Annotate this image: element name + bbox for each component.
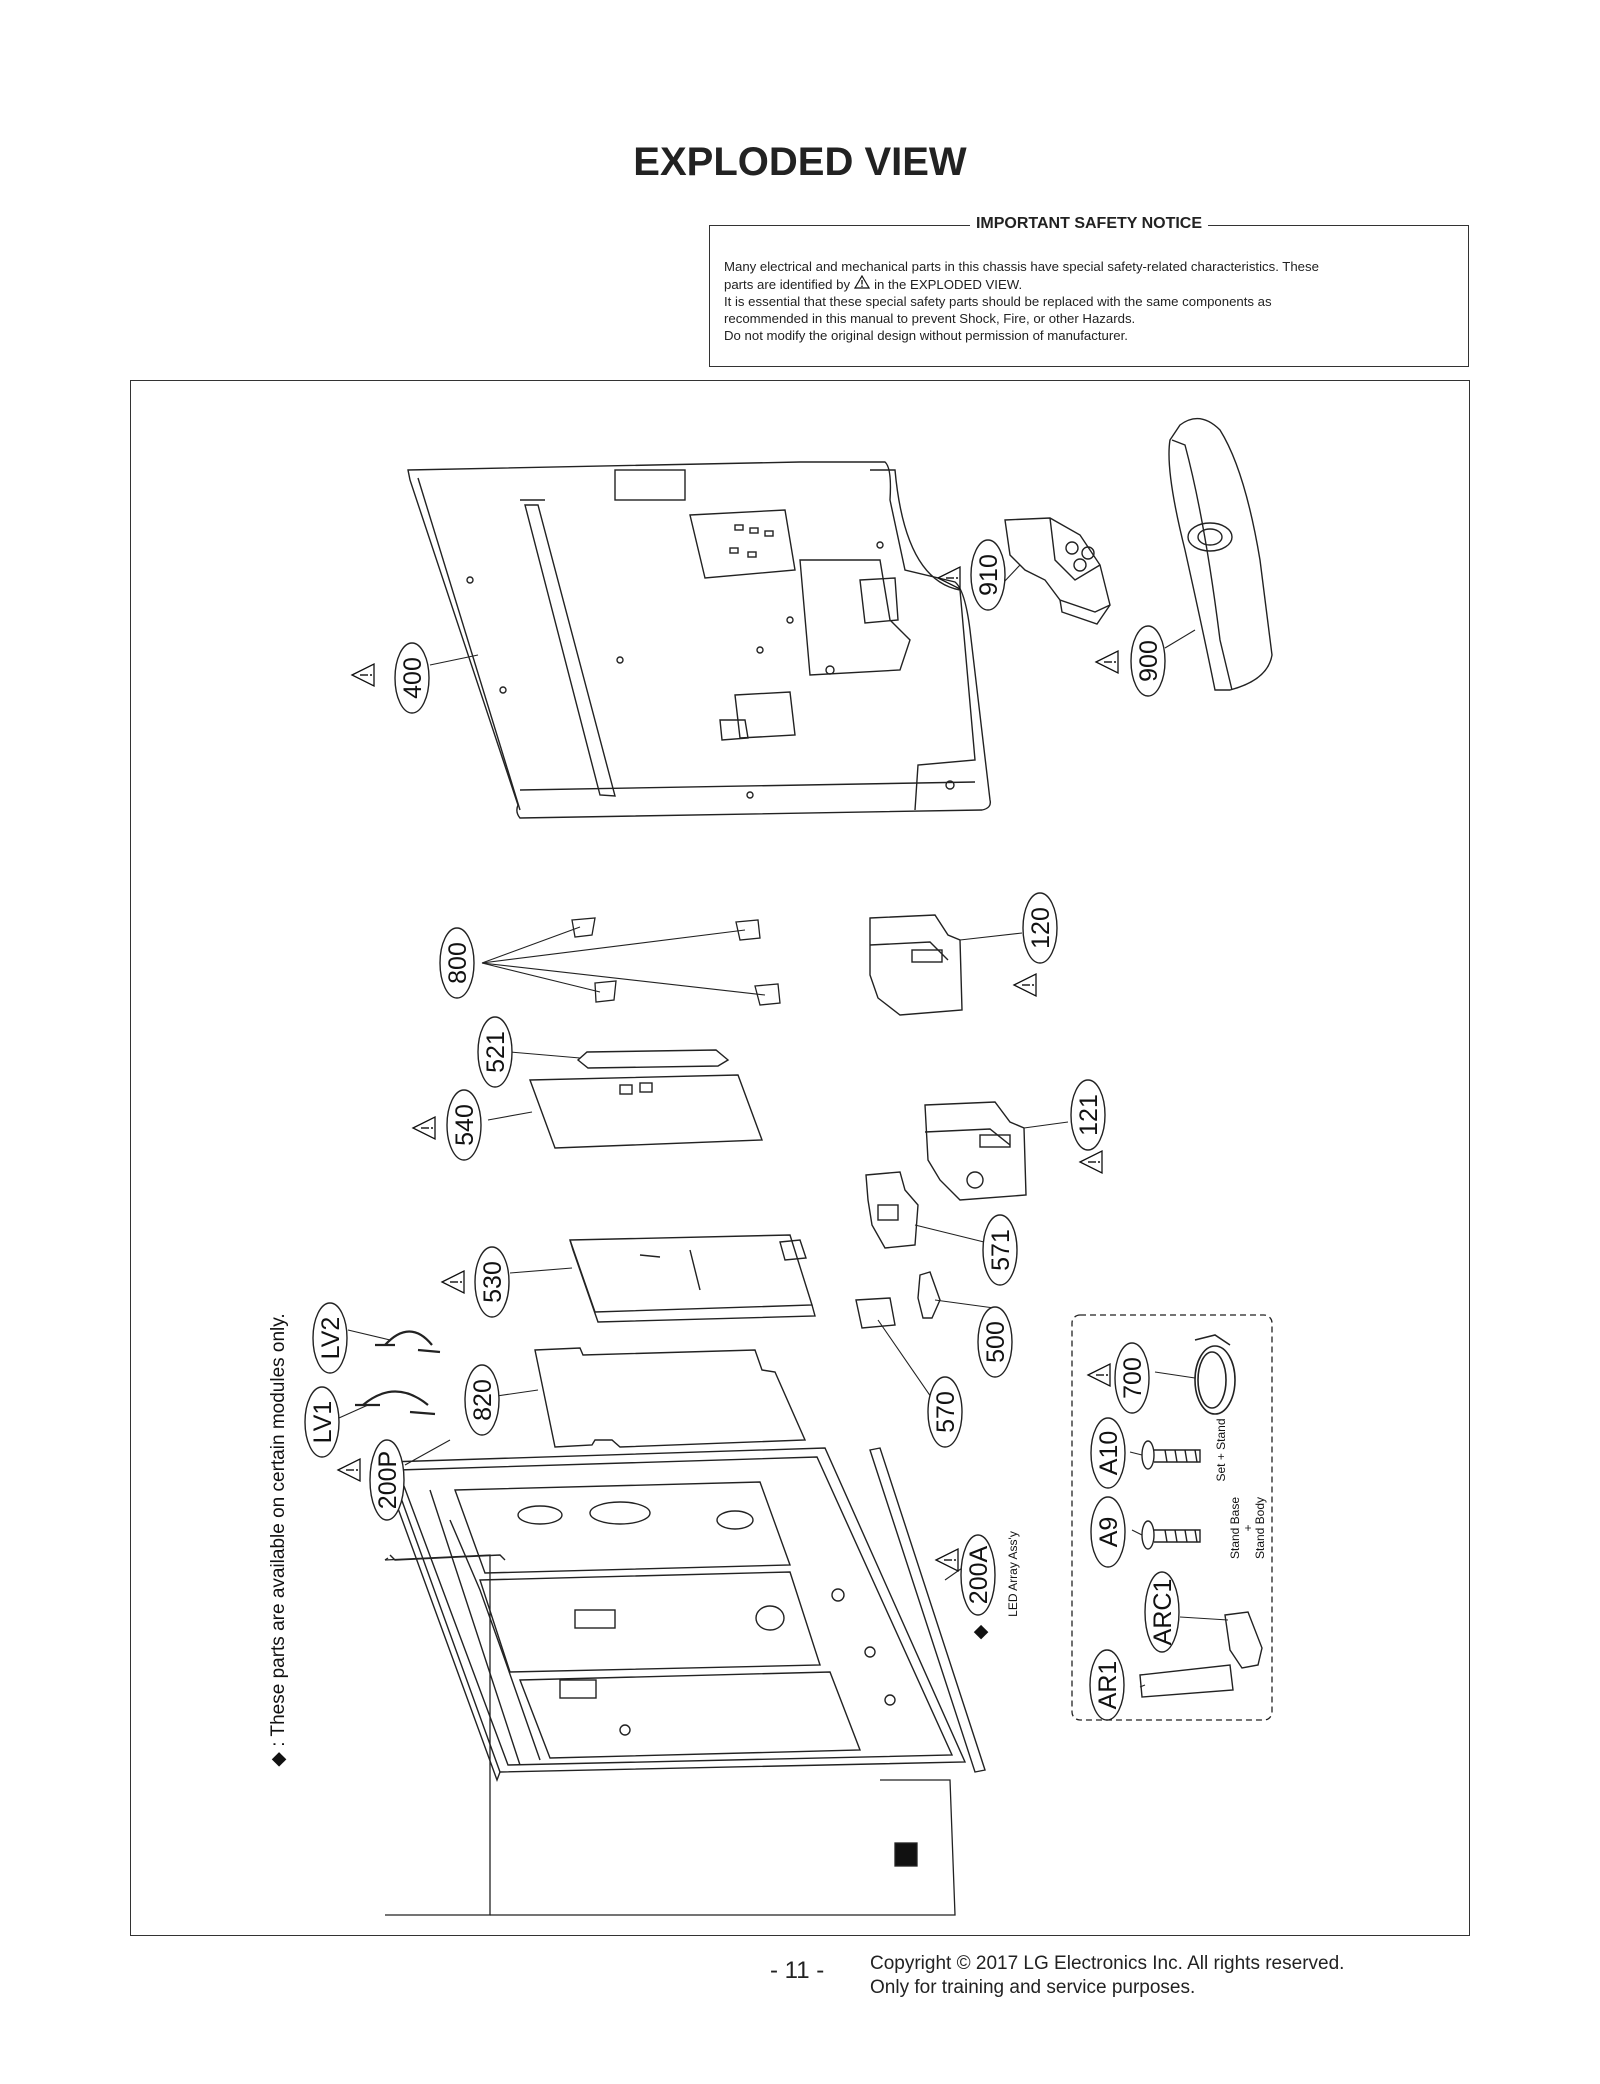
callout-500: 500 xyxy=(977,1306,1013,1378)
callout-120-label: 120 xyxy=(1027,907,1055,949)
sheet-820-part xyxy=(534,1347,807,1448)
callout-521-label: 521 xyxy=(482,1031,510,1073)
remote-ar1-part xyxy=(1139,1664,1234,1698)
callout-571: 571 xyxy=(982,1214,1018,1286)
callout-a9-label: A9 xyxy=(1095,1517,1123,1548)
ir-board-570-part xyxy=(855,1297,896,1329)
diagram-frame xyxy=(130,380,1470,1936)
safety-notice-heading: IMPORTANT SAFETY NOTICE xyxy=(969,215,1209,232)
callout-lv2-label: LV2 xyxy=(317,1317,345,1360)
notice-line-2-before: parts are identified by xyxy=(724,277,851,292)
display-module-200p-part xyxy=(383,1447,967,1783)
bracket-571-part xyxy=(865,1171,919,1249)
page-number: - 11 - xyxy=(770,1957,825,1984)
callout-121-label: 121 xyxy=(1075,1094,1103,1136)
cover-plate-521-part xyxy=(576,1049,730,1069)
sensor-500-part xyxy=(917,1271,941,1319)
callout-530-label: 530 xyxy=(479,1261,507,1303)
warning-triangle-icon xyxy=(854,274,871,293)
callout-200p: 200P xyxy=(337,1439,405,1521)
set-stand-label: Set + Stand xyxy=(1214,1418,1228,1481)
led-diamond-icon: ◆ xyxy=(970,1624,991,1639)
stand-base-part xyxy=(1168,417,1273,691)
notice-line-4: recommended in this manual to prevent Sh… xyxy=(724,311,1136,326)
callout-lv1: LV1 xyxy=(304,1386,340,1458)
screw-a9-part xyxy=(1141,1520,1201,1550)
footer-copyright: Copyright © 2017 LG Electronics Inc. All… xyxy=(870,1952,1344,2000)
copyright-line: Copyright © 2017 LG Electronics Inc. All… xyxy=(870,1953,1345,1974)
notice-line-1: Many electrical and mechanical parts in … xyxy=(724,259,1319,274)
remote-arc1-part xyxy=(1224,1611,1263,1669)
callout-700: 700 xyxy=(1087,1342,1150,1414)
plus-label: + xyxy=(1241,1524,1255,1531)
notice-line-3: It is essential that these special safet… xyxy=(724,294,1272,309)
main-board-530-part xyxy=(569,1234,816,1323)
callout-900-label: 900 xyxy=(1135,640,1163,682)
page-title: EXPLODED VIEW xyxy=(633,140,967,184)
callout-540-label: 540 xyxy=(451,1104,479,1146)
callout-lv1-label: LV1 xyxy=(309,1401,337,1444)
callout-200p-label: 200P xyxy=(374,1451,402,1509)
led-array-200a-part xyxy=(869,1447,986,1773)
cable-lv1-part xyxy=(355,1390,436,1416)
speaker-121-part xyxy=(924,1101,1027,1201)
callout-400-label: 400 xyxy=(399,657,427,699)
callout-a9: A9 xyxy=(1090,1496,1126,1568)
callout-570: 570 xyxy=(927,1376,963,1448)
usage-line: Only for training and service purposes. xyxy=(870,1977,1196,1998)
stand-body-part xyxy=(1004,517,1111,625)
back-cover-part xyxy=(407,461,992,819)
accessory-box xyxy=(1071,1314,1273,1721)
notice-line-5: Do not modify the original design withou… xyxy=(724,328,1128,343)
callout-121: 121 xyxy=(1070,1079,1106,1174)
callout-arc1: ARC1 xyxy=(1144,1571,1180,1653)
callout-521: 521 xyxy=(477,1016,513,1088)
callout-800-label: 800 xyxy=(444,942,472,984)
notice-line-2-after: in the EXPLODED VIEW. xyxy=(874,277,1023,292)
callout-120: 120 xyxy=(1013,892,1058,997)
wall-mount-brackets-part xyxy=(571,917,781,1006)
callout-910: 910 xyxy=(937,539,1006,611)
screw-a10-part xyxy=(1141,1440,1201,1470)
insulator-sheet-540-part xyxy=(529,1074,763,1149)
callout-530: 530 xyxy=(441,1246,510,1318)
callout-820: 820 xyxy=(464,1364,500,1436)
callout-ar1-label: AR1 xyxy=(1094,1661,1122,1710)
callout-571-label: 571 xyxy=(987,1229,1015,1271)
callout-ar1: AR1 xyxy=(1089,1649,1125,1721)
modules-note: ◆ : These parts are available on certain… xyxy=(268,1313,289,1766)
callout-200a-label: 200A xyxy=(965,1545,993,1604)
callout-200a: 200A ◆ LED Array Ass'y xyxy=(935,1531,1020,1639)
led-array-label: LED Array Ass'y xyxy=(1006,1531,1020,1617)
callout-800: 800 xyxy=(439,927,475,999)
cable-lv2-part xyxy=(375,1330,441,1354)
stand-base-label: Stand Base xyxy=(1228,1497,1242,1559)
callout-400: 400 xyxy=(351,642,430,714)
speaker-120-part xyxy=(869,914,963,1016)
stand-body-label: Stand Body xyxy=(1253,1497,1267,1559)
callout-a10-label: A10 xyxy=(1095,1431,1123,1475)
callout-a10: A10 xyxy=(1090,1417,1126,1489)
callout-700-label: 700 xyxy=(1119,1357,1147,1399)
safety-notice-box: IMPORTANT SAFETY NOTICE Many electrical … xyxy=(709,215,1469,367)
callout-500-label: 500 xyxy=(982,1321,1010,1363)
cable-700-part xyxy=(1194,1334,1236,1415)
callout-lv2: LV2 xyxy=(312,1302,348,1374)
leader-lines xyxy=(329,564,1229,1688)
callout-570-label: 570 xyxy=(932,1391,960,1433)
callout-540: 540 xyxy=(412,1089,482,1161)
safety-notice-body: Many electrical and mechanical parts in … xyxy=(724,258,1454,344)
callout-900: 900 xyxy=(1095,625,1166,697)
callout-820-label: 820 xyxy=(469,1379,497,1421)
notice-line-2: parts are identified by in the EXPLODED V… xyxy=(724,274,1454,293)
callout-arc1-label: ARC1 xyxy=(1149,1579,1177,1646)
callout-910-label: 910 xyxy=(975,554,1003,596)
panel-sheet-part xyxy=(384,1554,956,1916)
